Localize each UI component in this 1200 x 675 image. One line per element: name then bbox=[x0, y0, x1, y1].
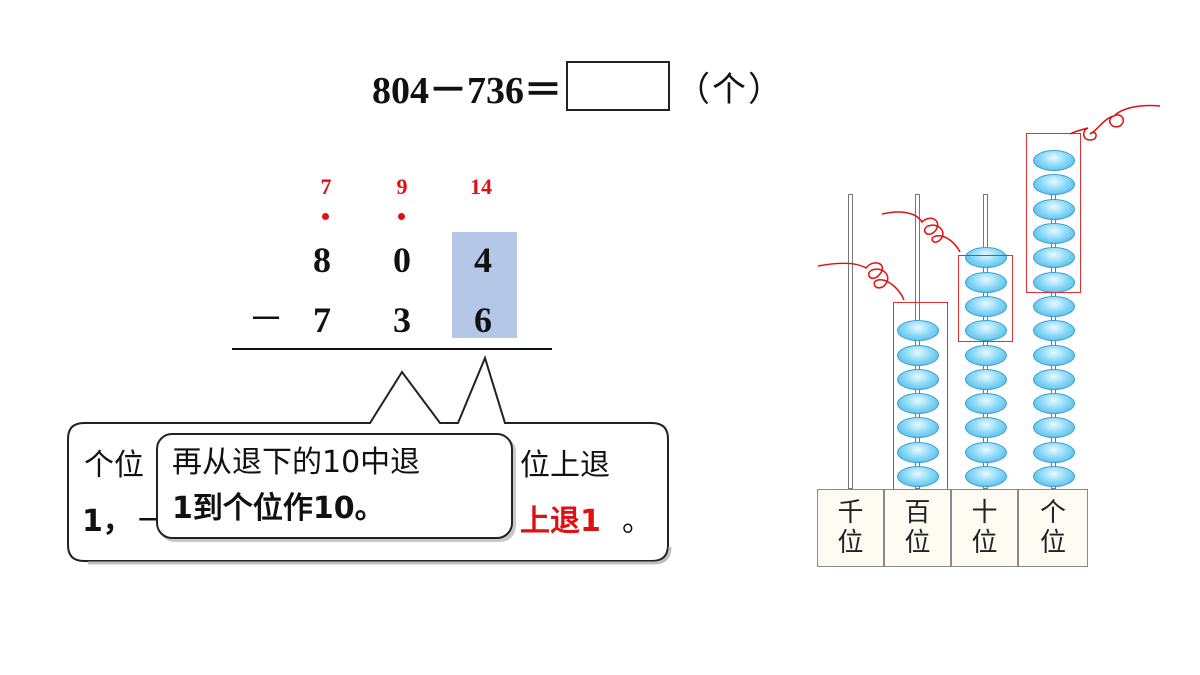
abacus-bead bbox=[965, 417, 1007, 439]
borrow-dot-tens bbox=[398, 213, 405, 220]
equation: 804－736＝ （个） bbox=[372, 58, 784, 114]
abacus-bead bbox=[1033, 198, 1075, 220]
borrow-mark-tens: 9 bbox=[396, 174, 408, 199]
ones-column-highlight bbox=[452, 232, 517, 338]
abacus-bead bbox=[897, 441, 939, 463]
abacus-bead bbox=[897, 417, 939, 439]
rod-hundreds bbox=[915, 194, 920, 489]
back-bubble-line1-end: 位上退 bbox=[520, 448, 610, 483]
subtrahend-hundreds: 7 bbox=[313, 300, 331, 340]
group-box-ones bbox=[1026, 133, 1081, 293]
abacus-bead bbox=[1033, 441, 1075, 463]
back-bubble-line2-red: 上退1 bbox=[520, 504, 601, 539]
abacus-bead bbox=[1033, 368, 1075, 390]
abacus-bead bbox=[965, 295, 1007, 317]
subtraction-line bbox=[232, 348, 552, 350]
rod-thousands bbox=[848, 194, 853, 489]
minuend-tens: 0 bbox=[393, 240, 411, 280]
label-hundreds: 百位 bbox=[884, 489, 951, 567]
arrow-to-ones bbox=[1069, 104, 1161, 141]
abacus-bead bbox=[965, 247, 1007, 269]
front-bubble-line2: 1到个位作10。 bbox=[172, 491, 385, 526]
group-box-tens bbox=[958, 255, 1013, 342]
abacus-bead bbox=[1033, 247, 1075, 269]
arrow-to-tens bbox=[881, 211, 961, 253]
back-bubble-line1-start: 个位 bbox=[84, 448, 144, 483]
abacus-bead bbox=[965, 344, 1007, 366]
abacus-bead bbox=[965, 368, 1007, 390]
equation-expression: 804－736＝ bbox=[372, 69, 563, 112]
abacus-bead bbox=[897, 466, 939, 487]
label-ones: 个位 bbox=[1018, 489, 1088, 567]
back-bubble-line2-start: 1， bbox=[82, 504, 133, 539]
back-bubble-line2-end: 。 bbox=[622, 504, 652, 539]
abacus-bead bbox=[897, 368, 939, 390]
abacus-bead bbox=[1033, 295, 1075, 317]
abacus-bead bbox=[897, 393, 939, 415]
abacus-bead bbox=[1033, 320, 1075, 342]
minus-sign: － bbox=[247, 299, 284, 339]
abacus-bead bbox=[1033, 393, 1075, 415]
subtrahend-tens: 3 bbox=[393, 300, 411, 340]
minuend-hundreds: 8 bbox=[313, 240, 331, 280]
abacus-bead bbox=[965, 320, 1007, 342]
minuend-ones: 4 bbox=[474, 240, 492, 280]
borrow-dot-hundreds bbox=[322, 213, 329, 220]
subtrahend-ones: 6 bbox=[474, 300, 492, 340]
equation-unit: （个） bbox=[676, 69, 785, 110]
abacus-bead bbox=[965, 393, 1007, 415]
abacus-bead bbox=[897, 320, 939, 342]
abacus-bead bbox=[1033, 344, 1075, 366]
front-bubble-line1: 再从退下的10中退 bbox=[172, 445, 421, 480]
abacus-bead bbox=[1033, 223, 1075, 244]
abacus-bead bbox=[897, 344, 939, 366]
abacus-bead bbox=[1033, 150, 1075, 172]
label-tens: 十位 bbox=[951, 489, 1018, 567]
borrow-mark-hundreds: 7 bbox=[320, 174, 332, 199]
front-bubble: 再从退下的10中退 1到个位作10。 bbox=[156, 433, 513, 539]
abacus-bead bbox=[965, 466, 1007, 487]
label-thousands: 千位 bbox=[817, 489, 884, 567]
borrow-mark-ones: 14 bbox=[470, 174, 492, 199]
abacus-bead bbox=[1033, 174, 1075, 196]
abacus-bead bbox=[1033, 466, 1075, 487]
abacus-bead bbox=[965, 271, 1007, 293]
arrow-to-hundreds bbox=[817, 262, 905, 301]
abacus-bead bbox=[965, 441, 1007, 463]
answer-box[interactable] bbox=[566, 61, 671, 111]
abacus-bead bbox=[1033, 417, 1075, 439]
